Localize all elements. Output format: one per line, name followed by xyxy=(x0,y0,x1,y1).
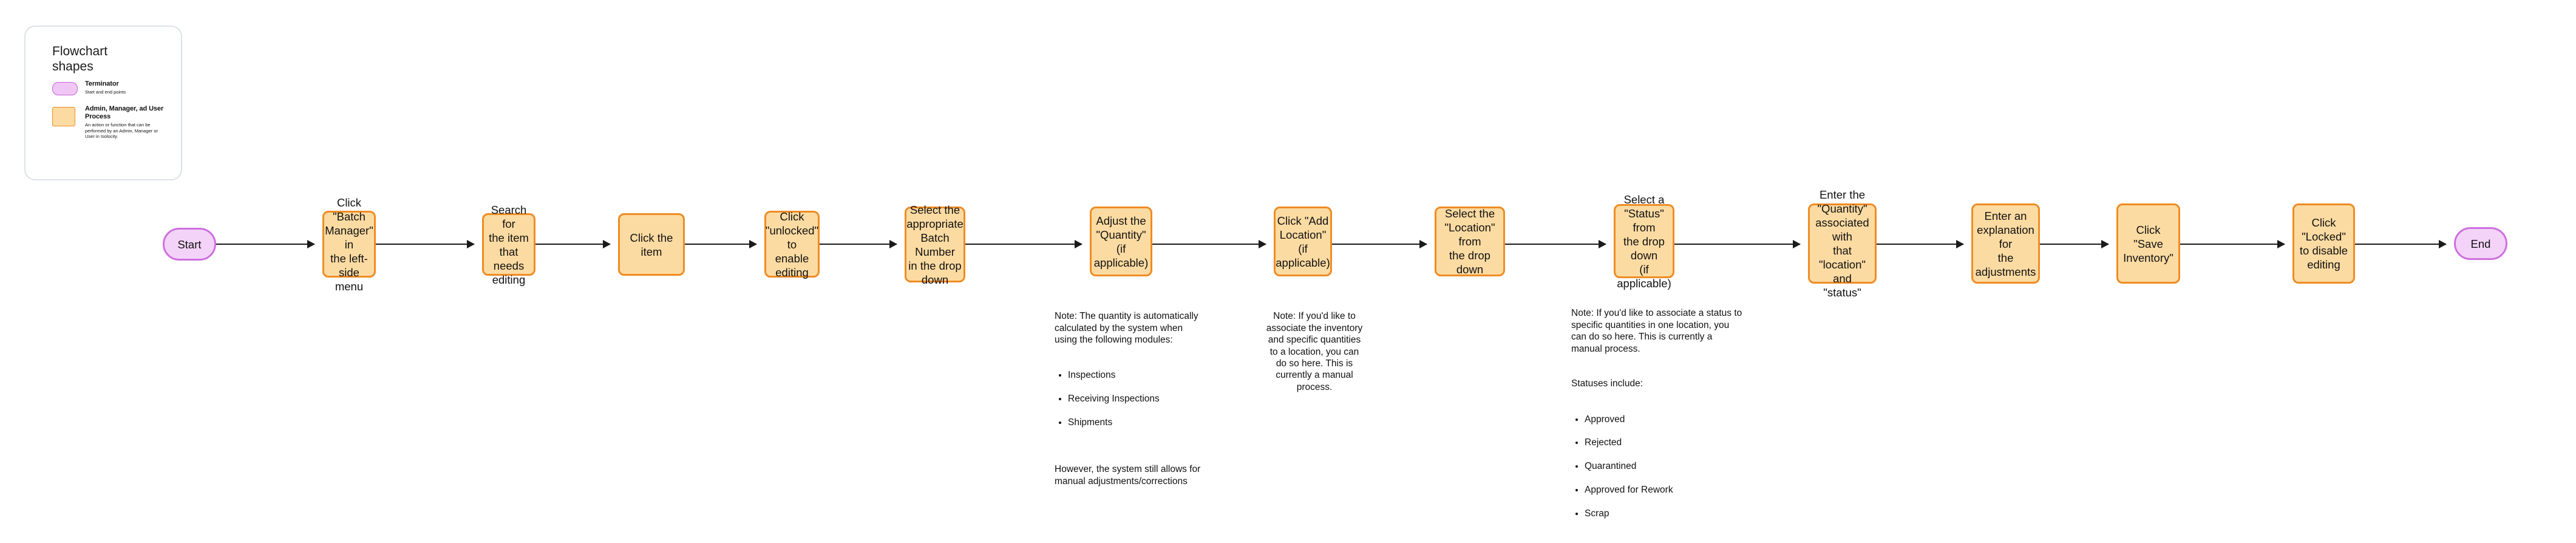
legend-swatch-wrap xyxy=(52,80,85,95)
legend-item-process: Admin, Manager, ad User Process An actio… xyxy=(52,105,165,140)
note-location-text: Note: If you'd like to associate the inv… xyxy=(1266,311,1363,392)
flow-node-unlock[interactable]: Click "unlocked" to enable editing xyxy=(764,210,820,279)
connector-start-to-batch-manager xyxy=(216,240,315,248)
note-quantity: Note: The quantity is automatically calc… xyxy=(1055,299,1255,499)
process-shape-icon xyxy=(52,107,75,126)
arrow-icon xyxy=(1075,240,1082,248)
terminator-shape-icon xyxy=(52,82,78,95)
flow-node-click-item[interactable]: Click the item xyxy=(618,213,685,276)
arrow-icon xyxy=(2101,240,2109,248)
list-item: Approved for Rework xyxy=(1585,484,1784,496)
legend-item-description: An action or function that can be perfor… xyxy=(85,122,158,139)
flow-node-end[interactable]: End xyxy=(2454,227,2507,260)
flow-node-lock[interactable]: Click "Locked" to disable editing xyxy=(2292,203,2355,284)
arrow-icon xyxy=(1419,240,1427,248)
arrow-icon xyxy=(1599,240,1606,248)
list-item: Receiving Inspections xyxy=(1068,393,1255,405)
note-status-list: Approved Rejected Quarantined Approved f… xyxy=(1571,401,1784,531)
arrow-icon xyxy=(2277,240,2285,248)
list-item: Quarantined xyxy=(1585,460,1784,472)
legend-title: Flowchart shapes xyxy=(52,44,108,73)
arrow-icon xyxy=(1956,240,1964,248)
connector-unlock-to-batch-number xyxy=(820,240,897,248)
arrow-icon xyxy=(603,240,611,248)
legend-item-name: Admin, Manager, ad User Process xyxy=(85,105,164,120)
connector-select-status-to-enter-quantity xyxy=(1674,240,1801,248)
list-item: Shipments xyxy=(1068,417,1255,428)
flow-node-select-status[interactable]: Select a "Status" from the drop down (if… xyxy=(1614,193,1674,290)
list-item: Scrap xyxy=(1585,508,1784,519)
legend-panel: Flowchart shapes Terminator Start and en… xyxy=(24,26,182,180)
flow-node-enter-quantity[interactable]: Enter the "Quantity" associated with tha… xyxy=(1808,188,1877,299)
flow-node-start[interactable]: Start xyxy=(163,228,216,261)
legend-item-name: Terminator xyxy=(85,80,119,87)
flow-node-search-item[interactable]: Search for the item that needs editing xyxy=(482,203,535,286)
legend-text: Terminator Start and end points xyxy=(85,80,165,95)
arrow-icon xyxy=(467,240,475,248)
legend-text: Admin, Manager, ad User Process An actio… xyxy=(85,105,165,140)
note-quantity-list: Inspections Receiving Inspections Shipme… xyxy=(1055,358,1255,440)
note-quantity-intro: Note: The quantity is automatically calc… xyxy=(1055,311,1198,346)
legend-item-terminator: Terminator Start and end points xyxy=(52,80,165,95)
list-item: Approved xyxy=(1585,414,1784,425)
note-status-list-header: Statuses include: xyxy=(1571,378,1643,389)
flow-node-explanation[interactable]: Enter an explanation for the adjustments xyxy=(1971,203,2040,284)
arrow-icon xyxy=(1259,240,1266,248)
list-item: Inspections xyxy=(1068,369,1255,381)
note-location: Note: If you'd like to associate the inv… xyxy=(1257,299,1372,405)
connector-batch-manager-to-search xyxy=(376,240,475,248)
arrow-icon xyxy=(749,240,757,248)
connector-search-to-click-item xyxy=(535,240,611,248)
legend-swatch-wrap xyxy=(52,105,85,126)
list-item: Rejected xyxy=(1585,437,1784,448)
note-quantity-outro: However, the system still allows for man… xyxy=(1055,464,1201,487)
connector-enter-quantity-to-explanation xyxy=(1877,240,1964,248)
flow-node-adjust-quantity[interactable]: Adjust the "Quantity" (if applicable) xyxy=(1090,207,1152,276)
arrow-icon xyxy=(307,240,315,248)
connector-click-item-to-unlock xyxy=(685,240,757,248)
arrow-icon xyxy=(889,240,897,248)
note-status-intro: Note: If you'd like to associate a statu… xyxy=(1571,308,1742,354)
connector-explanation-to-save xyxy=(2040,240,2109,248)
connector-adjust-quantity-to-add-location xyxy=(1152,240,1266,248)
legend-item-description: Start and end points xyxy=(85,89,126,95)
connector-add-location-to-select-location xyxy=(1332,240,1427,248)
flow-node-select-location[interactable]: Select the "Location" from the drop down xyxy=(1435,207,1505,276)
connector-save-to-lock xyxy=(2180,240,2285,248)
connector-batch-number-to-adjust-quantity xyxy=(965,240,1082,248)
flow-node-save-inventory[interactable]: Click "Save Inventory" xyxy=(2116,203,2180,284)
note-status: Note: If you'd like to associate a statu… xyxy=(1571,296,1784,543)
flow-node-add-location[interactable]: Click "Add Location" (if applicable) xyxy=(1274,207,1332,276)
connector-select-location-to-select-status xyxy=(1505,240,1606,248)
flow-node-batch-number[interactable]: Select the appropriate Batch Number in t… xyxy=(905,203,965,286)
arrow-icon xyxy=(1793,240,1801,248)
flow-node-batch-manager[interactable]: Click "Batch Manager" in the left-side m… xyxy=(322,196,376,293)
arrow-icon xyxy=(2439,240,2447,248)
connector-lock-to-end xyxy=(2355,240,2447,248)
flowchart-canvas: Start Click "Batch Manager" in the left-… xyxy=(0,0,2576,494)
